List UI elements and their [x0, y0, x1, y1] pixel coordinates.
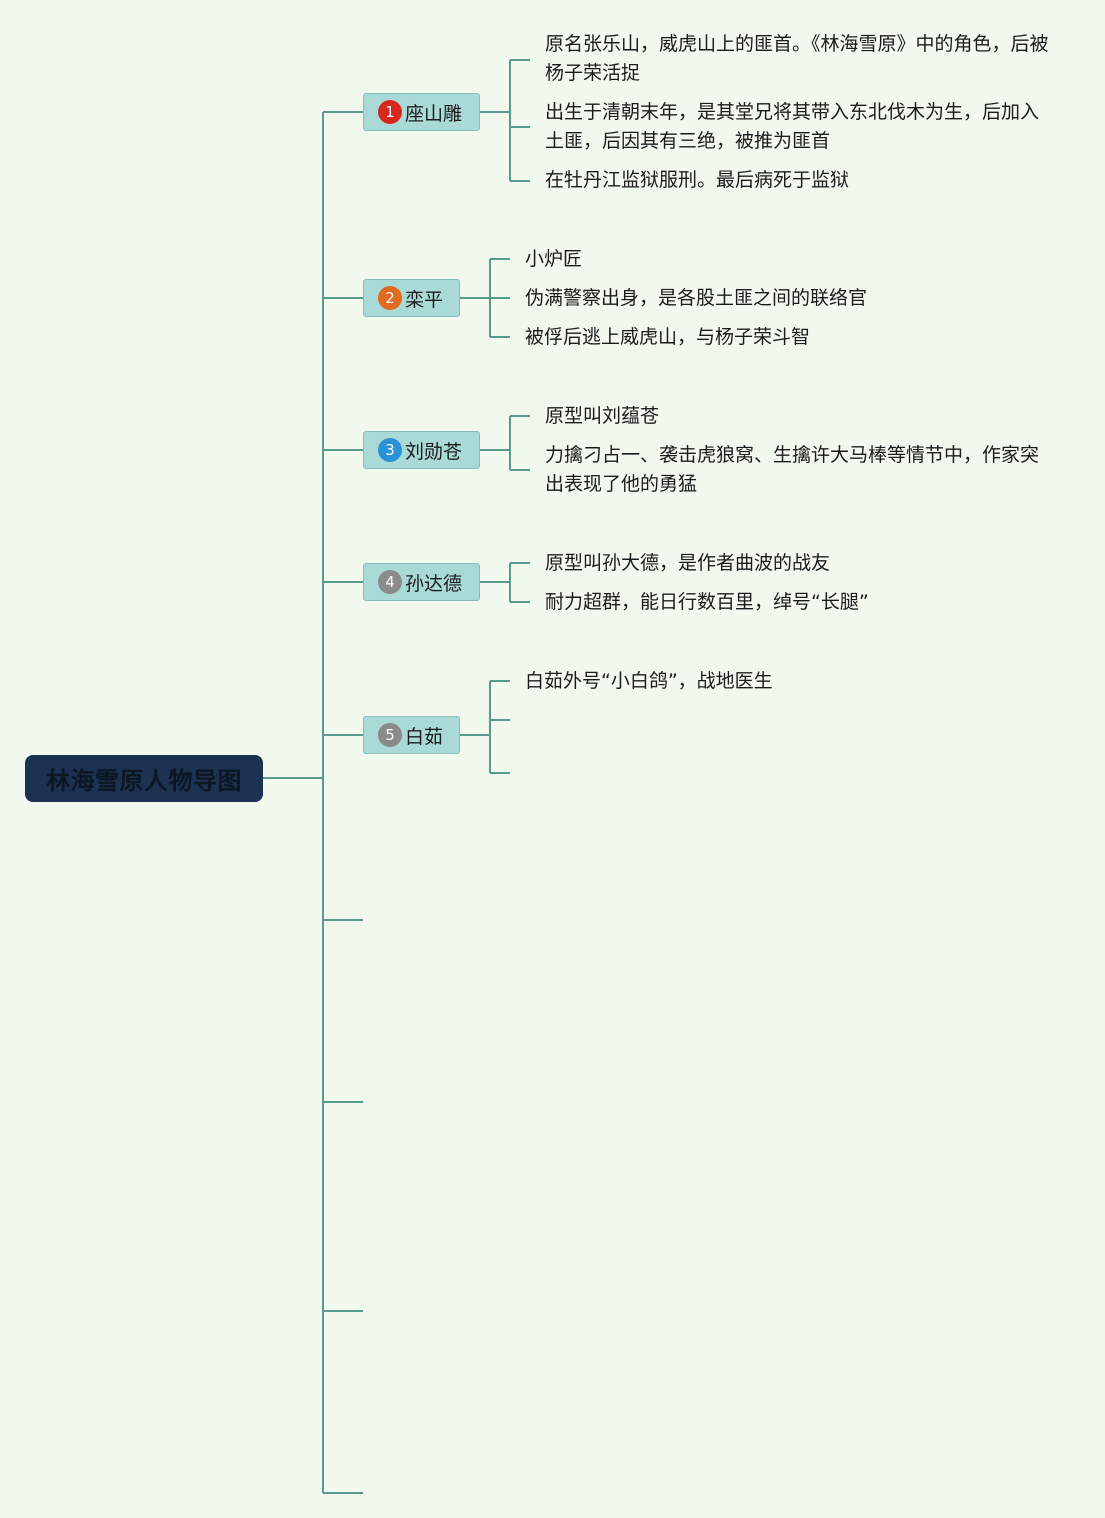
leaf-note[interactable]: 力擒刁占一、袭击虎狼窝、生擒许大马棒等情节中，作家突出表现了他的勇猛	[545, 444, 1040, 495]
branch-node-label: 刘勋苍	[405, 440, 463, 463]
leaf-note[interactable]: 耐力超群，能日行数百里，绰号“长腿”	[545, 591, 869, 613]
branch-node-zuoshandiao[interactable]: 1 座山雕	[363, 93, 480, 131]
branch-node-luanping[interactable]: 2 栾平	[363, 279, 460, 317]
root-topic-label: 林海雪原人物导图	[46, 767, 242, 795]
leaf-note[interactable]: 原型叫孙大德，是作者曲波的战友	[545, 552, 831, 574]
leaf-note[interactable]: 伪满警察出身，是各股土匪之间的联络官	[525, 287, 868, 309]
leaf-note[interactable]: 出生于清朝末年，是其堂兄将其带入东北伐木为生，后加入土匪，后因其有三绝，被推为匪…	[545, 101, 1040, 152]
leaf-note[interactable]: 原名张乐山，威虎山上的匪首。《林海雪原》中的角色，后被杨子荣活捉	[545, 33, 1049, 84]
branch-node-label: 白茹	[405, 725, 444, 748]
leaf-note[interactable]: 原型叫刘蕴苍	[545, 405, 660, 427]
number-badge-icon: 5	[378, 723, 402, 747]
branch-node-label: 座山雕	[405, 102, 463, 125]
branch-node-sundade[interactable]: 4 孙达德	[363, 563, 480, 601]
root-topic[interactable]: 林海雪原人物导图	[25, 755, 263, 802]
branch-node-label: 孙达德	[405, 572, 463, 595]
leaf-note[interactable]: 小炉匠	[525, 248, 583, 270]
leaf-note[interactable]: 被俘后逃上威虎山，与杨子荣斗智	[525, 326, 811, 348]
number-badge-icon: 4	[378, 570, 402, 594]
number-badge-icon: 1	[378, 100, 402, 124]
branch-node-bairu[interactable]: 5 白茹	[363, 716, 460, 754]
branch-node-label: 栾平	[405, 288, 444, 311]
number-badge-icon: 2	[378, 286, 402, 310]
leaf-note[interactable]: 白茹外号“小白鸽”，战地医生	[525, 670, 773, 692]
branch-node-liuxuncang[interactable]: 3 刘勋苍	[363, 431, 480, 469]
number-badge-icon: 3	[378, 438, 402, 462]
leaf-note[interactable]: 在牡丹江监狱服刑。最后病死于监狱	[545, 169, 850, 191]
